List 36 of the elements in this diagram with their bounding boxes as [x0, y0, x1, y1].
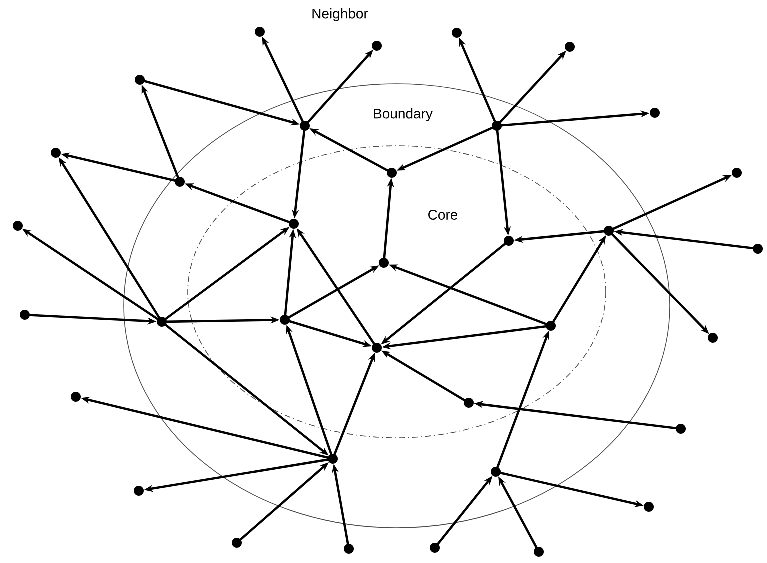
dot [676, 424, 686, 434]
dot [708, 333, 718, 343]
dot [732, 168, 742, 178]
dot [372, 41, 382, 51]
dot [430, 543, 440, 553]
dot [175, 177, 185, 187]
dot [504, 236, 514, 246]
dot [280, 315, 290, 325]
dot [644, 502, 654, 512]
dot [71, 392, 81, 402]
dot [464, 398, 474, 408]
dot [255, 27, 265, 37]
dot [328, 454, 338, 464]
dot [300, 121, 310, 131]
dot [604, 226, 614, 236]
region-label: Core [428, 210, 458, 220]
dot [546, 321, 556, 331]
region-label: Boundary [374, 108, 433, 122]
dot [134, 486, 144, 496]
region-label: Neighbor [312, 8, 368, 22]
dot [379, 258, 389, 268]
dot [344, 544, 354, 554]
dot [51, 148, 61, 158]
dot [372, 343, 382, 353]
dot [565, 42, 575, 52]
dot [650, 108, 660, 118]
dot [452, 28, 462, 38]
dot [534, 547, 544, 557]
dot [135, 75, 145, 85]
dot [20, 310, 30, 320]
dot [157, 317, 167, 327]
dot [492, 121, 502, 131]
dot [753, 244, 763, 254]
dot [13, 221, 23, 231]
dot [232, 538, 242, 548]
dot [491, 467, 501, 477]
